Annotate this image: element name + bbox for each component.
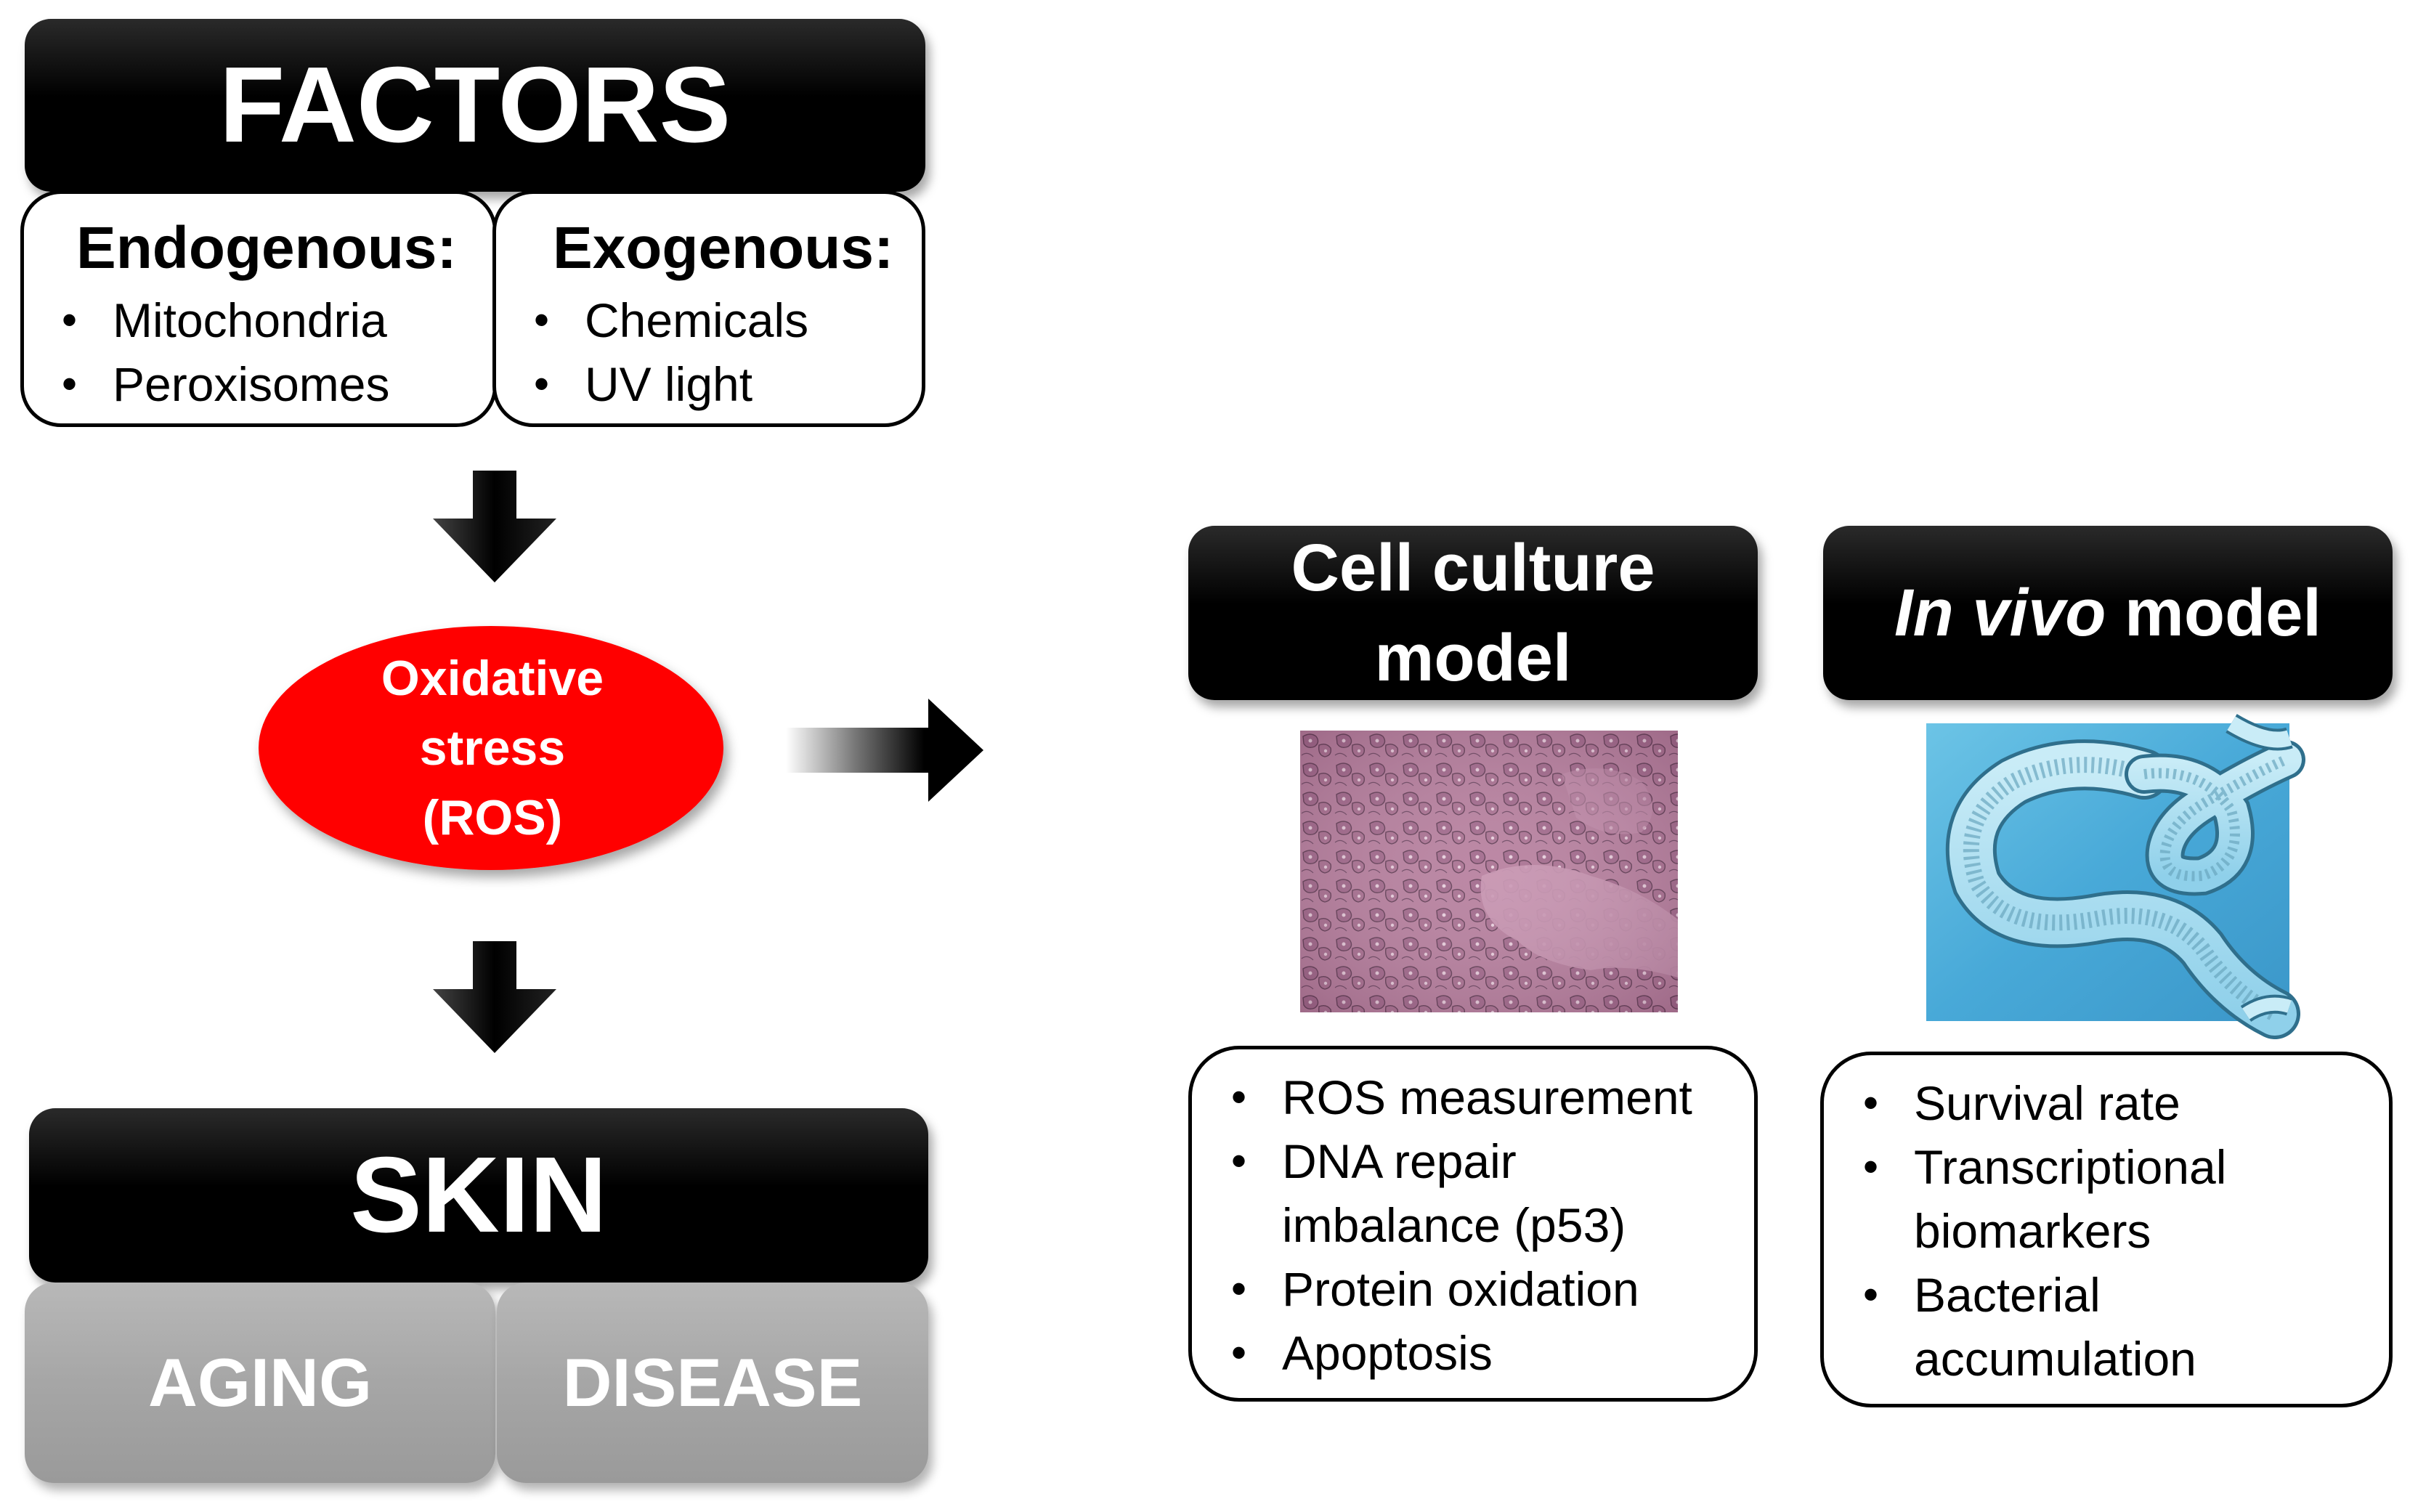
cell-culture-item: imbalance (p53) xyxy=(1282,1198,1626,1252)
right-arrow-icon xyxy=(786,699,983,802)
cell-culture-item: ROS measurement xyxy=(1231,1065,1692,1129)
oxidative-stress-line: stress xyxy=(419,720,566,776)
aging-label: AGING xyxy=(147,1344,373,1420)
in-vivo-item: Transcriptional xyxy=(1863,1135,2226,1199)
exogenous-item: Chemicals xyxy=(534,288,808,352)
oxidative-stress-line: (ROS) xyxy=(422,790,563,845)
cell-culture-item: Protein oxidation xyxy=(1231,1257,1692,1321)
disease-box: DISEASE xyxy=(497,1283,928,1483)
skin-title: SKIN xyxy=(350,1135,607,1255)
cell-culture-item: DNA repair xyxy=(1231,1129,1692,1193)
oxidative-stress-ellipse xyxy=(259,626,723,870)
cell-culture-list-box: ROS measurement DNA repair imbalance (p5… xyxy=(1188,1046,1758,1402)
endogenous-item: Mitochondria xyxy=(62,288,389,352)
in-vivo-title-italic: In vivo xyxy=(1894,575,2106,650)
in-vivo-title-rest: model xyxy=(2106,575,2321,650)
cell-culture-title-line: model xyxy=(1374,621,1572,695)
cell-culture-list: ROS measurement DNA repair imbalance (p5… xyxy=(1231,1065,1692,1385)
cell-culture-header: Cell culture model xyxy=(1188,526,1758,700)
aging-box: AGING xyxy=(25,1283,495,1483)
in-vivo-item: accumulation xyxy=(1914,1332,2196,1386)
endogenous-list: Mitochondria Peroxisomes xyxy=(62,288,389,416)
factors-title: FACTORS xyxy=(219,45,731,165)
cell-culture-title-line: Cell culture xyxy=(1291,531,1655,605)
cell-culture-item: Apoptosis xyxy=(1231,1321,1692,1385)
in-vivo-item: Bacterial xyxy=(1863,1263,2226,1327)
down-arrow-icon xyxy=(433,471,556,582)
exogenous-box: Exogenous: Chemicals UV light xyxy=(492,190,925,427)
in-vivo-item: Survival rate xyxy=(1863,1071,2226,1135)
in-vivo-list-box: Survival rate Transcriptional biomarkers… xyxy=(1820,1052,2393,1407)
in-vivo-image xyxy=(1926,714,2305,1039)
factors-header: FACTORS xyxy=(25,19,925,192)
endogenous-item: Peroxisomes xyxy=(62,352,389,416)
disease-label: DISEASE xyxy=(562,1344,863,1420)
in-vivo-header: In vivo model xyxy=(1823,526,2393,700)
endogenous-title: Endogenous: xyxy=(76,215,457,281)
down-arrow-icon xyxy=(433,941,556,1053)
in-vivo-list: Survival rate Transcriptional biomarkers… xyxy=(1863,1071,2226,1391)
cell-culture-image xyxy=(1300,731,1678,1012)
oxidative-stress-label: Oxidative stress (ROS) xyxy=(273,643,712,853)
in-vivo-item: biomarkers xyxy=(1914,1204,2151,1258)
exogenous-item: UV light xyxy=(534,352,808,416)
skin-header: SKIN xyxy=(29,1108,928,1283)
oxidative-stress-line: Oxidative xyxy=(381,651,604,706)
exogenous-title: Exogenous: xyxy=(553,215,894,281)
exogenous-list: Chemicals UV light xyxy=(534,288,808,416)
endogenous-box: Endogenous: Mitochondria Peroxisomes xyxy=(20,190,497,427)
